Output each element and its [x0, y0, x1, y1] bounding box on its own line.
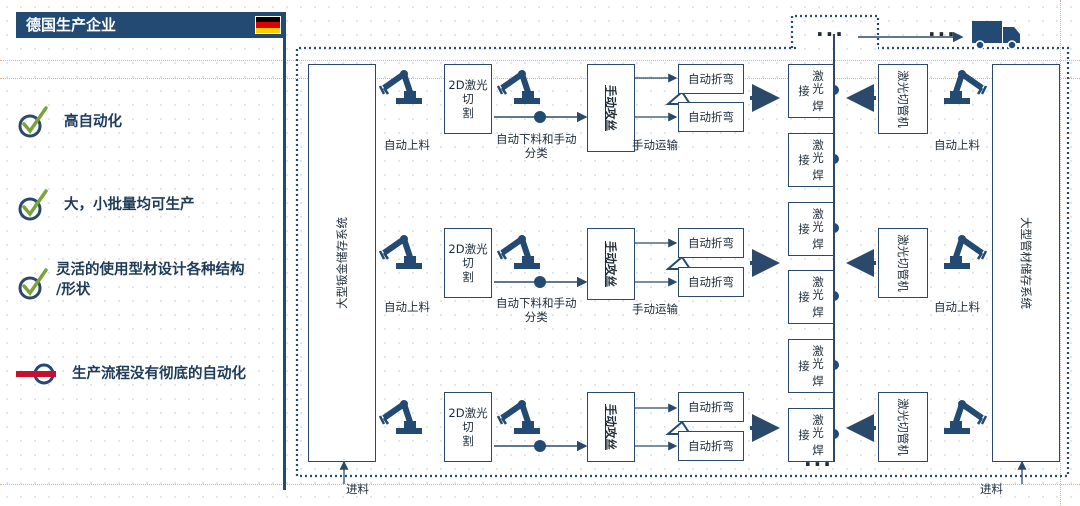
german-flag-icon [255, 16, 281, 34]
laser-weld-box: 激光 焊接 [788, 270, 834, 324]
feature-item: 生产流程没有彻底的自动化 [16, 360, 246, 388]
auto-load-label: 自动上料 [934, 300, 980, 314]
box-label: 2D激光切 [448, 78, 488, 106]
box-label: 焊接 [797, 290, 825, 319]
manual-transport-label: 手动运输 [632, 138, 678, 152]
box-label: 激光 [811, 275, 825, 301]
box-label: 手动攻丝 [604, 404, 618, 450]
guide-line [0, 78, 1080, 79]
laser-weld-box: 激光 焊接 [788, 64, 834, 118]
feed-in-label: 进料 [980, 482, 1003, 496]
auto-unload-label: 分类 [524, 146, 548, 160]
guide-line [0, 60, 1080, 61]
box-label: 激光 [811, 207, 825, 233]
box-label: 焊接 [797, 84, 825, 113]
manual-tapping-box: 手动攻丝 [587, 392, 635, 462]
guide-line [1060, 0, 1061, 506]
manual-transport-label: 手动运输 [632, 302, 678, 316]
laser-cut-2d-box: 2D激光切割 [444, 392, 492, 462]
box-label: 焊接 [797, 428, 825, 457]
feature-text-line: /形状 [56, 282, 91, 298]
laser-weld-box: 激光 焊接 [788, 133, 834, 187]
auto-bend-box: 自动折弯 [678, 228, 744, 258]
page-title: 德国生产企业 [16, 12, 284, 38]
box-label: 焊接 [797, 222, 825, 251]
page-title-text: 德国生产企业 [26, 16, 117, 34]
box-label: 割 [462, 270, 474, 284]
box-label: 激光 [811, 413, 825, 439]
auto-bend-box: 自动折弯 [678, 431, 744, 461]
box-label: 手动攻丝 [604, 85, 618, 131]
auto-unload-label: 分类 [524, 310, 548, 324]
box-label: 自动折弯 [688, 275, 734, 289]
feature-text: 生产流程没有彻底的自动化 [72, 366, 246, 382]
ellipsis-right: ... [928, 17, 957, 41]
auto-unload-label: 自动下料和手动 [496, 296, 577, 310]
auto-bend-box: 自动折弯 [678, 64, 744, 94]
box-label: 焊接 [797, 153, 825, 182]
laser-weld-box: 激光 焊接 [788, 339, 834, 393]
tube-storage-label: 大型管材储存系统 [1019, 217, 1033, 309]
box-label: 激光切管机 [896, 234, 910, 292]
box-label: 激光切管机 [896, 398, 910, 456]
auto-bend-box: 自动折弯 [678, 392, 744, 422]
feature-text: 灵活的使用型材设计各种结构 /形状 [56, 260, 245, 300]
check-icon [16, 187, 56, 223]
sheet-metal-storage: 大型钣金储存系统 [308, 64, 376, 462]
manual-tapping-box: 手动攻丝 [587, 64, 635, 152]
laser-weld-box: 激光 焊接 [788, 408, 834, 462]
no-entry-icon [16, 360, 60, 388]
tube-laser-cut-box: 激光切管机 [878, 392, 928, 462]
box-label: 激光 [811, 344, 825, 370]
tube-laser-cut-box: 激光切管机 [878, 64, 928, 134]
box-label: 自动折弯 [688, 439, 734, 453]
ellipsis-top: ... [816, 17, 845, 41]
auto-bend-box: 自动折弯 [678, 267, 744, 297]
box-label: 割 [462, 434, 474, 448]
feature-text: 高自动化 [64, 114, 122, 130]
box-label: 2D激光切 [448, 242, 488, 270]
feed-in-label: 进料 [346, 482, 369, 496]
check-icon [16, 266, 56, 302]
box-label: 2D激光切 [448, 406, 488, 434]
truck-icon [972, 21, 1020, 50]
box-label: 自动折弯 [688, 236, 734, 250]
box-label: 自动折弯 [688, 400, 734, 414]
laser-cut-2d-box: 2D激光切割 [444, 64, 492, 134]
box-label: 自动折弯 [688, 110, 734, 124]
feature-text: 大，小批量均可生产 [64, 197, 195, 213]
left-divider [283, 12, 286, 490]
box-label: 手动攻丝 [604, 241, 618, 287]
auto-load-label: 自动上料 [384, 138, 430, 152]
guide-line [0, 484, 1080, 485]
check-icon [16, 104, 56, 140]
box-label: 激光切管机 [896, 70, 910, 128]
feature-item: 大，小批量均可生产 [16, 187, 195, 223]
box-label: 激光 [811, 138, 825, 164]
manual-tapping-box: 手动攻丝 [587, 228, 635, 300]
box-label: 激光 [811, 69, 825, 95]
auto-load-label: 自动上料 [934, 138, 980, 152]
auto-bend-box: 自动折弯 [678, 102, 744, 132]
laser-cut-2d-box: 2D激光切割 [444, 228, 492, 298]
tube-storage: 大型管材储存系统 [992, 64, 1060, 462]
sheet-metal-storage-label: 大型钣金储存系统 [335, 217, 349, 309]
box-label: 割 [462, 106, 474, 120]
laser-weld-box: 激光 焊接 [788, 202, 834, 256]
box-label: 自动折弯 [688, 72, 734, 86]
tube-laser-cut-box: 激光切管机 [878, 228, 928, 298]
feature-item: 灵活的使用型材设计各种结构 /形状 [16, 262, 245, 304]
box-label: 焊接 [797, 359, 825, 388]
auto-load-label: 自动上料 [384, 300, 430, 314]
feature-item: 高自动化 [16, 104, 122, 140]
auto-unload-label: 自动下料和手动 [496, 132, 577, 146]
feature-text-line: 灵活的使用型材设计各种结构 [56, 262, 245, 278]
